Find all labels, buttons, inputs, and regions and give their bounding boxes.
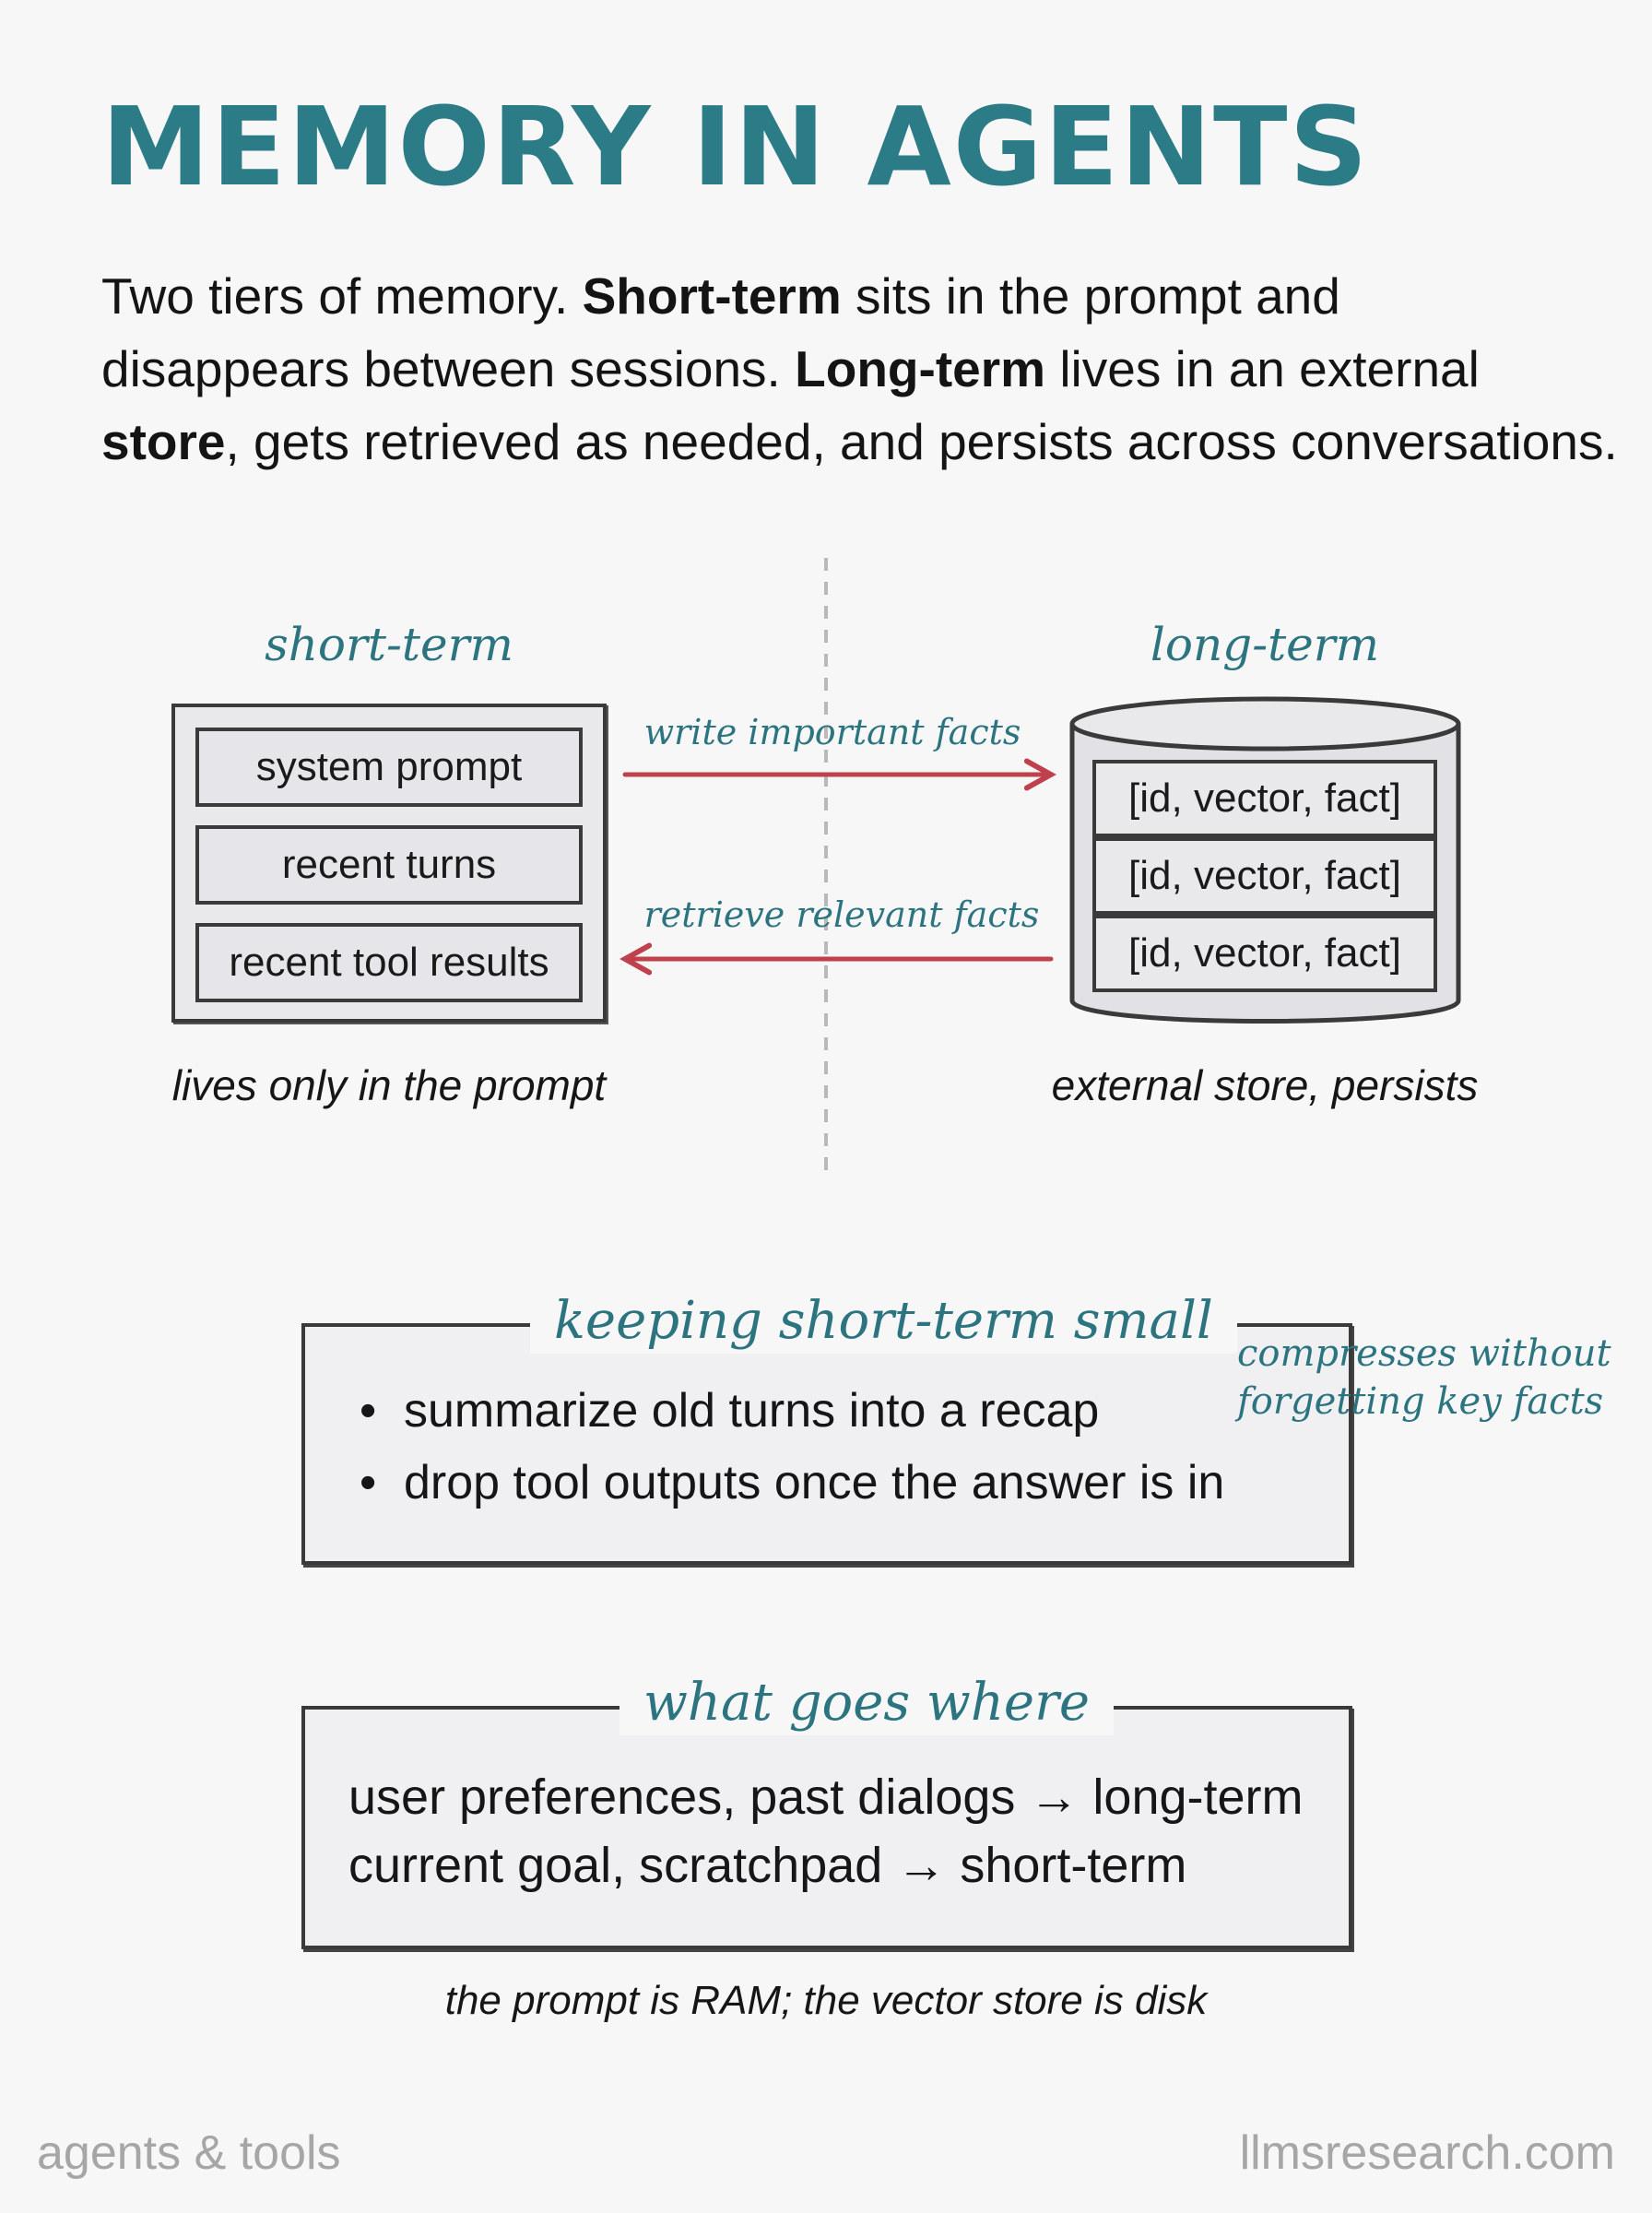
short-term-slot: system prompt [195,728,583,807]
retrieve-arrow-label: retrieve relevant facts [643,894,1040,935]
long-term-record: [id, vector, fact] [1092,837,1437,915]
intro-text: Two tiers of memory. [101,267,583,325]
short-term-slot: recent turns [195,825,583,905]
footer-site: llmsresearch.com [1239,2126,1615,2180]
list-item: •drop tool outputs once the answer is in [360,1456,1225,1509]
intro-bold-long-term: Long-term [795,340,1046,397]
side-note-line: compresses without [1237,1332,1611,1375]
long-term-label: long-term [1150,618,1380,671]
intro-paragraph: Two tiers of memory. Short-term sits in … [101,260,1641,479]
keeping-small-panel [301,1323,1352,1565]
long-term-record: [id, vector, fact] [1092,915,1437,992]
where-line: current goal, scratchpad → short-term [348,1838,1187,1893]
side-note-line: forgetting key facts [1237,1380,1604,1423]
long-term-caption: external store, persists [1051,1061,1479,1109]
intro-bold-short-term: Short-term [582,267,842,325]
footer-category: agents & tools [37,2126,341,2180]
short-term-label: short-term [265,618,513,671]
page-title: MEMORY IN AGENTS [101,83,1370,210]
short-term-slot: recent tool results [195,923,583,1002]
side-note: compresses without forgetting key facts [1237,1330,1611,1426]
intro-bold-store: store [101,413,226,470]
bullet-text: summarize old turns into a recap [404,1384,1100,1438]
intro-text: sits in the prompt and [841,267,1340,325]
list-item: •summarize old turns into a recap [360,1384,1100,1438]
bullet-text: drop tool outputs once the answer is in [404,1456,1225,1509]
intro-text: , gets retrieved as needed, and persists… [225,413,1618,470]
analogy-caption: the prompt is RAM; the vector store is d… [444,1978,1208,2023]
what-goes-where-panel [301,1706,1352,1949]
long-term-record: [id, vector, fact] [1092,760,1437,837]
short-term-box: system prompt recent turns recent tool r… [171,704,607,1023]
intro-text: disappears between sessions. [101,340,796,397]
short-term-caption: lives only in the prompt [171,1061,607,1109]
keeping-small-title: keeping short-term small [530,1289,1237,1354]
write-arrow-label: write important facts [643,712,1021,752]
intro-text: lives in an external [1045,340,1480,397]
what-goes-where-title: what goes where [620,1671,1114,1735]
where-line: user preferences, past dialogs → long-te… [348,1769,1304,1825]
